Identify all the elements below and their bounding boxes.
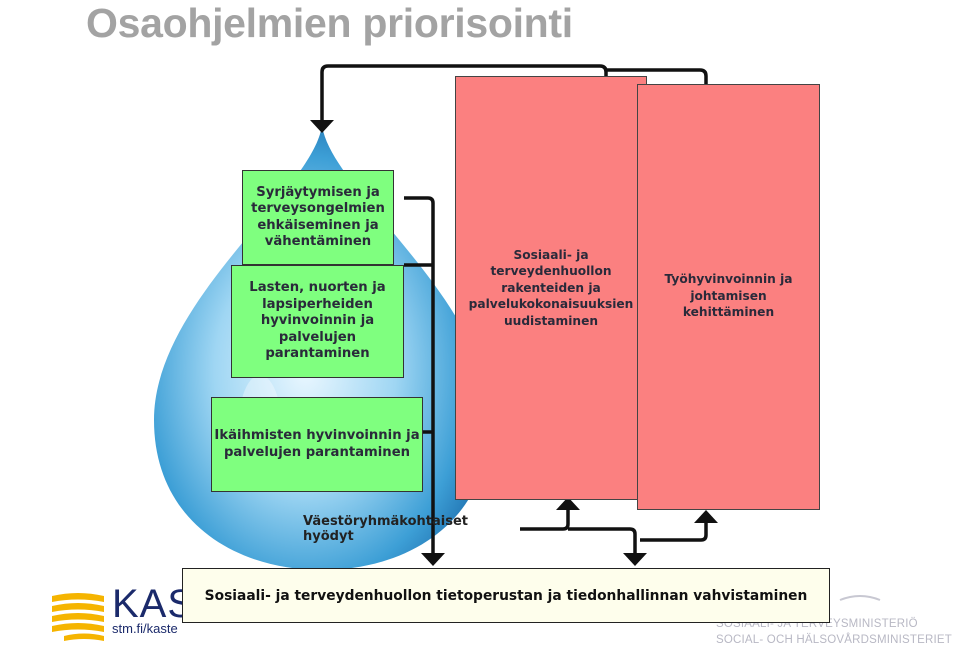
foundation-box: Sosiaali- ja terveydenhuollon tietoperus…: [182, 568, 830, 623]
green-box-elderly-text: Ikäihmisten hyvinvoinnin ja palvelujen p…: [212, 428, 422, 461]
red-box-wellbeing-at-work: Työhyvinvoinnin ja johtamisen kehittämin…: [637, 84, 820, 510]
green-box-children-families: Lasten, nuorten ja lapsiperheiden hyvinv…: [231, 265, 404, 378]
foundation-box-text: Sosiaali- ja terveydenhuollon tietoperus…: [205, 588, 808, 604]
kaste-url: stm.fi/kaste: [112, 621, 178, 636]
population-benefits-label: Väestöryhmäkohtaiset hyödyt: [303, 514, 478, 544]
ministry-name-sv: SOCIAL- OCH HÄLSOVÅRDSMINISTERIET: [716, 634, 952, 646]
green-box-prevention: Syrjäytymisen ja terveysongelmien ehkäis…: [242, 170, 394, 265]
red-box-structures: Sosiaali- ja terveydenhuollon rakenteide…: [455, 76, 647, 500]
green-box-elderly: Ikäihmisten hyvinvoinnin ja palvelujen p…: [211, 397, 423, 492]
red-box-structures-text: Sosiaali- ja terveydenhuollon rakenteide…: [458, 247, 644, 330]
red-box-wellbeing-at-work-text: Työhyvinvoinnin ja johtamisen kehittämin…: [644, 271, 814, 321]
green-box-children-families-text: Lasten, nuorten ja lapsiperheiden hyvinv…: [232, 280, 403, 363]
page-title: Osaohjelmien priorisointi: [86, 0, 573, 47]
green-box-prevention-text: Syrjäytymisen ja terveysongelmien ehkäis…: [243, 185, 393, 251]
